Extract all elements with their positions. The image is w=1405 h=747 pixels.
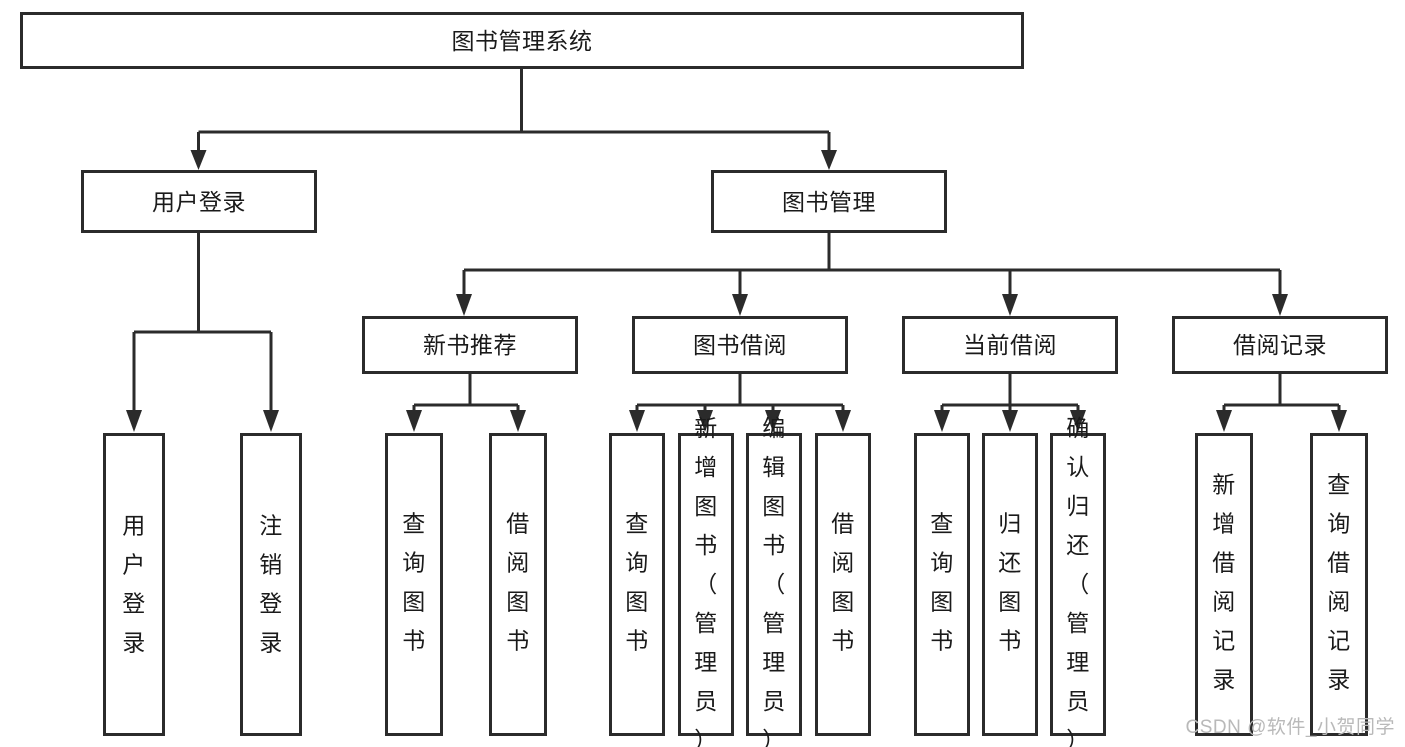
arrow-head-leaf-return-book [1002, 410, 1018, 432]
arrow-head-leaf-query-book-3 [934, 410, 950, 432]
node-leaf-confirm-return[interactable]: 确认归还（管理员） [1050, 415, 1106, 747]
arrow-head-leaf-query-record [1331, 410, 1347, 432]
node-leaf-edit-book[interactable]: 编辑图书（管理员） [746, 415, 802, 747]
node-book-borrow-label: 图书借阅 [693, 332, 787, 358]
arrow-head-leaf-borrow-book-2 [835, 410, 851, 432]
arrow-head-leaf-query-book-1 [406, 410, 422, 432]
csdn-watermark: CSDN @软件_小贺同学 [1185, 717, 1395, 738]
node-leaf-confirm-return-label: 确认归还（管理员） [1066, 415, 1090, 747]
node-new-book-recommend[interactable]: 新书推荐 [362, 316, 578, 374]
node-leaf-borrow-book-1-box[interactable] [489, 433, 547, 736]
node-book-management[interactable]: 图书管理 [711, 170, 947, 233]
node-user-login-label: 用户登录 [152, 189, 246, 215]
node-leaf-user-login-label: 用户登录 [122, 513, 146, 656]
node-new-book-recommend-label: 新书推荐 [423, 332, 517, 358]
arrow-head-leaf-edit-book [765, 410, 781, 432]
node-leaf-user-login[interactable]: 用户登录 [103, 433, 165, 736]
node-current-borrow[interactable]: 当前借阅 [902, 316, 1118, 374]
arrow-head-leaf-add-record [1216, 410, 1232, 432]
node-leaf-return-book[interactable]: 归还图书 [982, 433, 1038, 736]
node-book-management-box[interactable] [711, 170, 947, 233]
node-book-management-label: 图书管理 [782, 189, 876, 215]
node-book-borrow[interactable]: 图书借阅 [632, 316, 848, 374]
node-leaf-user-logout-label: 注销登录 [259, 513, 283, 656]
arrow-head-leaf-query-book-2 [629, 410, 645, 432]
node-leaf-confirm-return-box[interactable] [1050, 433, 1106, 736]
node-user-login-box[interactable] [81, 170, 317, 233]
node-leaf-query-book-1[interactable]: 查询图书 [385, 433, 443, 736]
arrow-head-new-book-recommend [456, 294, 472, 316]
arrow-head-leaf-user-logout [263, 410, 279, 432]
node-leaf-borrow-book-2-box[interactable] [815, 433, 871, 736]
node-new-book-recommend-box[interactable] [362, 316, 578, 374]
node-leaf-add-book[interactable]: 新增图书（管理员） [678, 415, 734, 747]
node-leaf-query-book-2-label: 查询图书 [625, 511, 649, 654]
node-leaf-query-book-1-label: 查询图书 [402, 511, 426, 654]
node-leaf-user-login-box[interactable] [103, 433, 165, 736]
node-leaf-add-book-box[interactable] [678, 433, 734, 736]
node-leaf-return-book-box[interactable] [982, 433, 1038, 736]
arrow-head-leaf-confirm-return [1070, 410, 1086, 432]
node-leaf-query-book-2-box[interactable] [609, 433, 665, 736]
node-leaf-user-logout-box[interactable] [240, 433, 302, 736]
arrow-head-leaf-add-book [697, 410, 713, 432]
node-leaf-edit-book-box[interactable] [746, 433, 802, 736]
node-leaf-query-book-2[interactable]: 查询图书 [609, 433, 665, 736]
node-leaf-borrow-book-1-label: 借阅图书 [506, 511, 530, 654]
node-borrow-record[interactable]: 借阅记录 [1172, 316, 1388, 374]
node-leaf-query-book-3[interactable]: 查询图书 [914, 433, 970, 736]
node-borrow-record-label: 借阅记录 [1233, 332, 1327, 358]
arrow-head-leaf-user-login [126, 410, 142, 432]
arrow-head-borrow-record [1272, 294, 1288, 316]
connector-layer [126, 68, 1347, 432]
node-current-borrow-label: 当前借阅 [963, 332, 1057, 358]
node-leaf-user-logout[interactable]: 注销登录 [240, 433, 302, 736]
node-leaf-query-record-label: 查询借阅记录 [1327, 472, 1351, 693]
node-leaf-edit-book-label: 编辑图书（管理员） [762, 415, 786, 747]
node-root-box[interactable] [20, 12, 1024, 69]
node-leaf-add-record-label: 新增借阅记录 [1212, 472, 1236, 693]
arrow-head-current-borrow [1002, 294, 1018, 316]
node-leaf-borrow-book-1[interactable]: 借阅图书 [489, 433, 547, 736]
node-borrow-record-box[interactable] [1172, 316, 1388, 374]
node-leaf-query-book-3-label: 查询图书 [930, 511, 954, 654]
arrow-head-user-login [190, 150, 207, 170]
node-leaf-borrow-book-2-label: 借阅图书 [831, 511, 855, 654]
node-leaf-query-book-1-box[interactable] [385, 433, 443, 736]
arrow-head-leaf-borrow-book-1 [510, 410, 526, 432]
node-root-label: 图书管理系统 [452, 28, 593, 54]
node-current-borrow-box[interactable] [902, 316, 1118, 374]
node-leaf-borrow-book-2[interactable]: 借阅图书 [815, 433, 871, 736]
node-leaf-return-book-label: 归还图书 [998, 511, 1022, 654]
node-leaf-add-record[interactable]: 新增借阅记录 [1195, 433, 1253, 736]
node-leaf-query-book-3-box[interactable] [914, 433, 970, 736]
node-leaf-query-record[interactable]: 查询借阅记录 [1310, 433, 1368, 736]
arrow-head-book-management [821, 150, 837, 170]
node-leaf-query-record-box[interactable] [1310, 433, 1368, 736]
node-leaf-add-book-label: 新增图书（管理员） [694, 415, 718, 747]
arrow-head-book-borrow [732, 294, 748, 316]
node-root[interactable]: 图书管理系统 [20, 12, 1024, 69]
node-leaf-add-record-box[interactable] [1195, 433, 1253, 736]
node-user-login[interactable]: 用户登录 [81, 170, 317, 233]
node-book-borrow-box[interactable] [632, 316, 848, 374]
